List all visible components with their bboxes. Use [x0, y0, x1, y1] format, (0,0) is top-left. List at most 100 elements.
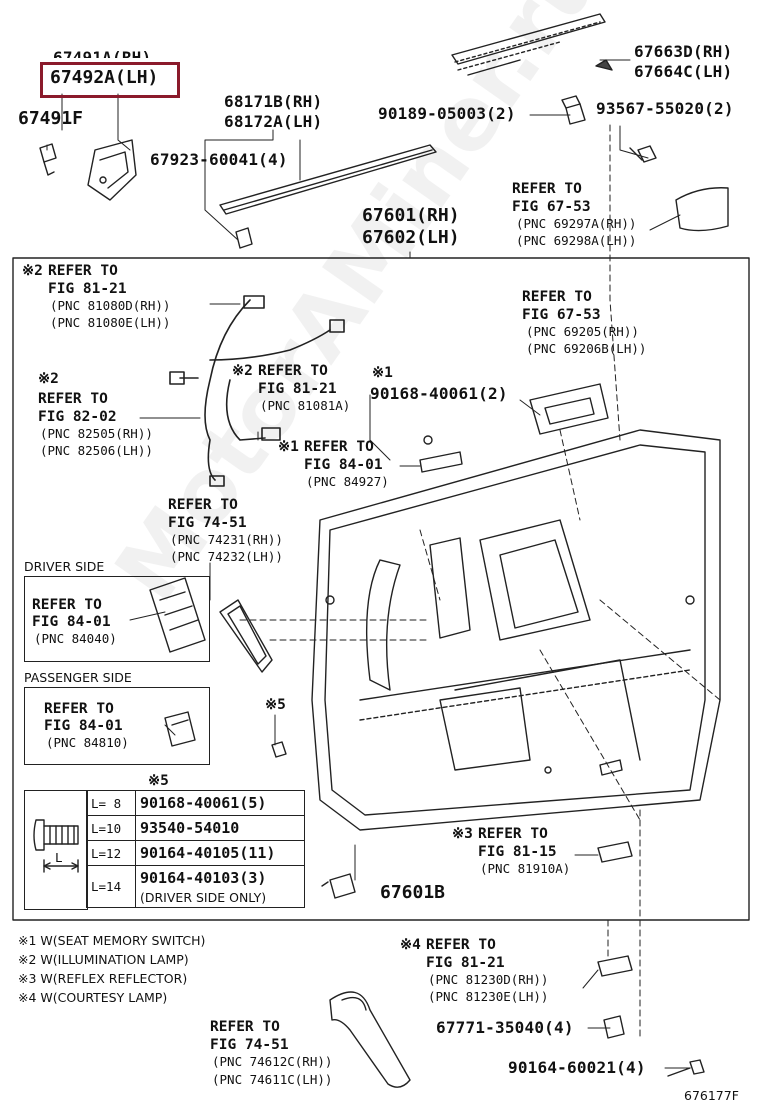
ref-84-01-passenger-fig[interactable]: FIG 84-01 — [44, 718, 123, 734]
legend-2: ※2 W(ILLUMINATION LAMP) — [18, 952, 189, 967]
ref-82-02-title[interactable]: REFER TO — [38, 391, 108, 407]
part-67664c[interactable]: 67664C(LH) — [634, 62, 733, 81]
fastener-length: L= 8 — [86, 790, 136, 816]
ref-84-01-memory-pnc: (PNC 84927) — [306, 474, 389, 489]
window-glass-drawing — [451, 13, 613, 76]
ref-84-01-memory-prefix: ※1 — [278, 439, 299, 455]
passenger-side-box — [24, 687, 210, 765]
ref-67-53-inner-fig[interactable]: FIG 67-53 — [522, 307, 601, 323]
ref-74-51-armrest-pnc-1: (PNC 74231(RH)) — [170, 532, 283, 547]
legend-4: ※4 W(COURTESY LAMP) — [18, 990, 168, 1005]
ref-81-21-title[interactable]: REFER TO — [48, 263, 118, 279]
ref-74-51-grip-pnc-1: (PNC 74612C(RH)) — [212, 1054, 333, 1069]
clip-5-drawing — [271, 741, 287, 758]
ref-74-51-grip-fig[interactable]: FIG 74-51 — [210, 1037, 289, 1053]
ref-82-02-fig[interactable]: FIG 82-02 — [38, 409, 117, 425]
belt-moulding-drawing — [219, 144, 437, 249]
fastener-part[interactable]: 90164-40105(11) — [135, 840, 305, 866]
driver-switch-drawing — [149, 577, 206, 653]
part-67602[interactable]: 67602(LH) — [362, 227, 460, 248]
ref-74-51-armrest-fig[interactable]: FIG 74-51 — [168, 515, 247, 531]
fastener-length: L=14 — [86, 865, 136, 908]
wire-harness-drawing — [169, 295, 345, 487]
ref-82-02-pnc-2: (PNC 82506(LH)) — [40, 443, 153, 458]
part-90164-60021[interactable]: 90164-60021(4) — [508, 1058, 646, 1077]
legend-1: ※1 W(SEAT MEMORY SWITCH) — [18, 933, 206, 948]
part-67492a[interactable]: 67492A(LH) — [50, 67, 159, 88]
ref-81-21-fig[interactable]: FIG 81-21 — [48, 281, 127, 297]
part-68172a[interactable]: 68172A(LH) — [224, 112, 323, 131]
passenger-switch-drawing — [164, 711, 196, 747]
ref-84-01-passenger-title[interactable]: REFER TO — [44, 701, 114, 717]
part-67663d[interactable]: 67663D(RH) — [634, 42, 733, 61]
fastener-length: L=12 — [86, 840, 136, 866]
table-row: L=14 90164-40103(3) (DRIVER SIDE ONLY) — [86, 865, 305, 908]
fastener-part-cell: 90164-40103(3) (DRIVER SIDE ONLY) — [135, 865, 305, 908]
ref-67-53-inner-title[interactable]: REFER TO — [522, 289, 592, 305]
fastener-part[interactable]: 90168-40061(5) — [135, 790, 305, 816]
mark-5-table: ※5 — [148, 773, 169, 789]
fastener-part[interactable]: 90164-40103(3) — [140, 869, 267, 887]
part-68171b[interactable]: 68171B(RH) — [224, 92, 323, 111]
part-67601b[interactable]: 67601B — [380, 882, 446, 903]
part-90189[interactable]: 90189-05003(2) — [378, 104, 516, 123]
table-row: L= 8 90168-40061(5) — [86, 790, 305, 816]
leader-lines — [46, 59, 691, 1069]
ref-84-01-driver-fig[interactable]: FIG 84-01 — [32, 614, 111, 630]
ref-84-01-memory-title[interactable]: REFER TO — [304, 439, 374, 455]
fastener-note: (DRIVER SIDE ONLY) — [140, 890, 267, 905]
ref-81-21-lamp-fig[interactable]: FIG 81-21 — [258, 381, 337, 397]
assembly-dashed-lines — [239, 429, 721, 821]
ref-67-53-handle-pnc-2: (PNC 69298A(LH)) — [516, 233, 637, 248]
assembly-frame — [12, 257, 750, 921]
ref-67-53-handle-pnc-1: (PNC 69297A(RH)) — [516, 216, 637, 231]
ref-74-51-grip-title[interactable]: REFER TO — [210, 1019, 280, 1035]
inner-handle-drawing — [529, 383, 609, 435]
part-90168-2[interactable]: 90168-40061(2) — [370, 384, 508, 403]
part-67601[interactable]: 67601(RH) — [362, 205, 460, 226]
ref-81-21-prefix: ※2 — [22, 263, 43, 279]
ref-74-51-grip-pnc-2: (PNC 74611C(LH)) — [212, 1072, 333, 1087]
ref-81-21-courtesy-fig[interactable]: FIG 81-21 — [426, 955, 505, 971]
driver-side-label: DRIVER SIDE — [24, 559, 105, 574]
ref-81-15-title[interactable]: REFER TO — [478, 826, 548, 842]
ref-81-21-courtesy-title[interactable]: REFER TO — [426, 937, 496, 953]
ref-81-21-lamp-title[interactable]: REFER TO — [258, 363, 328, 379]
corner-cover-drawing — [87, 139, 137, 201]
memory-switch-drawing — [419, 451, 463, 473]
table-row: L=10 93540-54010 — [86, 815, 305, 841]
passenger-side-label: PASSENGER SIDE — [24, 670, 132, 685]
assist-grip-drawing — [329, 991, 411, 1088]
fastener-dim-label: L — [55, 850, 63, 865]
fastener-detail-drawing — [33, 819, 79, 873]
fastener-length: L=10 — [86, 815, 136, 841]
ref-67-53-handle-title[interactable]: REFER TO — [512, 181, 582, 197]
fastener-part[interactable]: 93540-54010 — [135, 815, 305, 841]
part-67491a[interactable]: 67491A(RH) — [53, 48, 152, 67]
part-67491f[interactable]: 67491F — [18, 108, 84, 129]
clip-90189-drawing — [561, 95, 586, 125]
ref-82-02-prefix: ※2 — [38, 371, 59, 387]
ref-67-53-handle-fig[interactable]: FIG 67-53 — [512, 199, 591, 215]
ref-81-21-pnc-2: (PNC 81080E(LH)) — [50, 315, 171, 330]
part-67771[interactable]: 67771-35040(4) — [436, 1018, 574, 1037]
ref-81-15-prefix: ※3 — [452, 826, 473, 842]
diagram-id: 676177F — [684, 1088, 739, 1103]
clip-67601b-drawing — [321, 873, 356, 899]
highlighted-part-box — [40, 62, 180, 98]
ref-84-01-driver-title[interactable]: REFER TO — [32, 597, 102, 613]
ref-84-01-memory-fig[interactable]: FIG 84-01 — [304, 457, 383, 473]
ref-74-51-armrest-title[interactable]: REFER TO — [168, 497, 238, 513]
part-93567[interactable]: 93567-55020(2) — [596, 99, 734, 118]
fastener-table: L= 8 90168-40061(5) L=10 93540-54010 L=1… — [86, 790, 305, 908]
table-row: L=12 90164-40105(11) — [86, 840, 305, 866]
ref-81-15-pnc: (PNC 81910A) — [480, 861, 571, 876]
ref-84-01-passenger-pnc: (PNC 84810) — [46, 735, 129, 750]
legend-3: ※3 W(REFLEX REFLECTOR) — [18, 971, 188, 986]
ref-67-53-inner-pnc-1: (PNC 69205(RH)) — [526, 324, 639, 339]
screw-93567-drawing — [629, 145, 657, 163]
clip-67771-drawing — [603, 1015, 625, 1039]
screw-90164-drawing — [667, 1059, 705, 1077]
ref-81-15-fig[interactable]: FIG 81-15 — [478, 844, 557, 860]
part-67923[interactable]: 67923-60041(4) — [150, 150, 288, 169]
